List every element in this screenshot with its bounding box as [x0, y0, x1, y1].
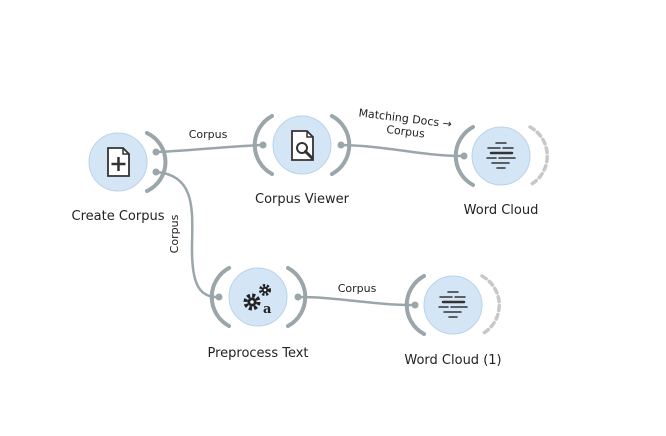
node-corpus-viewer-input-bracket[interactable] — [252, 114, 274, 176]
node-create-corpus[interactable]: Create Corpus — [72, 131, 168, 224]
node-preprocess-text[interactable]: a Preprocess Text — [207, 266, 309, 361]
node-preprocess-text-output-bracket[interactable] — [286, 266, 308, 328]
node-label-word-cloud-1: Word Cloud (1) — [404, 353, 501, 368]
gears-icon: a — [243, 284, 272, 317]
node-preprocess-text-input-anchor[interactable] — [215, 293, 223, 301]
node-preprocess-text-circle[interactable] — [228, 267, 288, 327]
link-preprocess-wordcloud1[interactable] — [297, 295, 416, 307]
link-create-viewer[interactable] — [155, 143, 264, 154]
link-create-preprocess[interactable] — [155, 170, 220, 299]
node-word-cloud-1-input-bracket[interactable] — [404, 274, 426, 336]
node-word-cloud-output-bracket — [528, 125, 549, 187]
node-create-corpus-output-bracket[interactable] — [145, 131, 168, 193]
word-cloud-icon — [438, 291, 468, 318]
node-label-preprocess-text: Preprocess Text — [207, 346, 308, 361]
svg-text:a: a — [263, 302, 272, 317]
link-label-viewer-wordcloud: Matching Docs → Corpus — [358, 106, 453, 141]
node-word-cloud-1-circle[interactable] — [423, 275, 483, 335]
node-word-cloud-1[interactable]: Word Cloud (1) — [404, 274, 502, 368]
link-label-viewer-wordcloud-line2: Corpus — [386, 123, 426, 141]
document-search-icon — [291, 130, 314, 161]
link-viewer-wordcloud[interactable] — [340, 143, 465, 158]
new-document-icon — [107, 147, 130, 177]
node-word-cloud-input-bracket[interactable] — [453, 125, 475, 187]
node-corpus-viewer-input-anchor[interactable] — [259, 141, 267, 149]
node-corpus-viewer[interactable]: Corpus Viewer — [252, 114, 352, 207]
node-corpus-viewer-output-bracket[interactable] — [330, 114, 352, 176]
node-preprocess-text-output-anchor[interactable] — [294, 293, 302, 301]
node-word-cloud[interactable]: Word Cloud — [453, 125, 549, 218]
link-label-create-preprocess: Corpus — [168, 214, 181, 253]
node-label-corpus-viewer: Corpus Viewer — [255, 192, 350, 207]
word-cloud-icon — [486, 142, 516, 169]
node-word-cloud-1-output-bracket — [480, 274, 501, 336]
node-corpus-viewer-output-anchor[interactable] — [337, 141, 345, 149]
node-word-cloud-circle[interactable] — [471, 126, 531, 186]
node-word-cloud-input-anchor[interactable] — [460, 152, 468, 160]
node-preprocess-text-input-bracket[interactable] — [209, 266, 231, 328]
links — [155, 143, 465, 307]
node-word-cloud-1-input-anchor[interactable] — [411, 301, 419, 309]
link-label-preprocess-wordcloud1: Corpus — [338, 282, 377, 295]
node-label-create-corpus: Create Corpus — [72, 209, 165, 224]
node-create-corpus-anchor-2[interactable] — [152, 168, 160, 176]
link-label-create-viewer: Corpus — [189, 128, 228, 141]
node-label-word-cloud: Word Cloud — [464, 203, 539, 218]
node-create-corpus-anchor-1[interactable] — [152, 148, 160, 156]
